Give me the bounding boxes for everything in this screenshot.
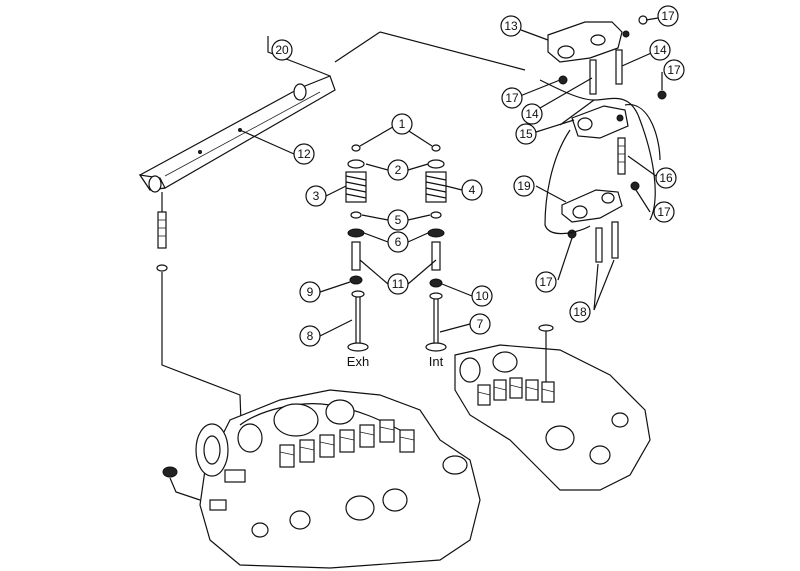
rocker-cluster-outline (539, 79, 661, 235)
cylinder-head-main (162, 389, 481, 569)
svg-text:17: 17 (505, 91, 519, 105)
svg-text:7: 7 (477, 317, 484, 331)
callout-19: 19 (513, 175, 535, 197)
callout-17-right-lower: 17 (653, 201, 675, 223)
callout-18: 18 (569, 301, 591, 323)
callout-6: 6 (387, 231, 409, 253)
callout-14-lower: 14 (521, 103, 543, 125)
callout-3: 3 (305, 185, 327, 207)
rocker-shaft-assembly (138, 31, 526, 193)
svg-text:5: 5 (395, 213, 402, 227)
svg-text:13: 13 (504, 19, 518, 33)
callout-10: 10 (471, 285, 493, 307)
svg-text:4: 4 (469, 183, 476, 197)
svg-text:1: 1 (399, 117, 406, 131)
svg-text:17: 17 (657, 205, 671, 219)
svg-text:19: 19 (517, 179, 531, 193)
svg-text:14: 14 (653, 43, 667, 57)
svg-text:11: 11 (392, 277, 405, 291)
callout-2: 2 (387, 159, 409, 181)
intake-label: Int (429, 354, 444, 369)
callout-8: 8 (299, 325, 321, 347)
intake-spring (425, 171, 447, 203)
rocker-arm-upper (547, 15, 667, 100)
callout-7: 7 (469, 313, 491, 335)
callout-12: 12 (293, 143, 315, 165)
callout-13: 13 (500, 15, 522, 37)
svg-text:9: 9 (307, 285, 314, 299)
svg-text:14: 14 (525, 107, 539, 121)
callout-17-top: 17 (657, 5, 679, 27)
svg-text:3: 3 (313, 189, 320, 203)
callout-9: 9 (299, 281, 321, 303)
callout-17-right-upper: 17 (663, 59, 685, 81)
stud-bolt (156, 192, 243, 451)
callout-11: 11 (387, 273, 409, 295)
exhaust-valve-stack (345, 144, 369, 352)
callout-14-upper: 14 (649, 39, 671, 61)
head-springs (279, 419, 415, 468)
rocker-arm-lower (561, 181, 640, 263)
svg-text:8: 8 (307, 329, 314, 343)
cylinder-head-secondary (454, 324, 651, 491)
svg-text:10: 10 (475, 289, 489, 303)
callout-4: 4 (461, 179, 483, 201)
exhaust-label: Exh (347, 354, 369, 369)
svg-text:16: 16 (659, 171, 673, 185)
svg-text:2: 2 (395, 163, 402, 177)
exhaust-spring (345, 171, 367, 203)
secondary-head-springs (477, 377, 555, 406)
svg-text:15: 15 (519, 127, 533, 141)
intake-valve-stack (425, 144, 447, 352)
svg-text:17: 17 (539, 275, 553, 289)
rocker-arm-middle (571, 105, 629, 175)
svg-text:18: 18 (573, 305, 587, 319)
callout-20: 20 (271, 39, 293, 61)
callout-1: 1 (391, 113, 413, 135)
svg-text:17: 17 (661, 9, 675, 23)
svg-text:12: 12 (297, 147, 311, 161)
callout-16: 16 (655, 167, 677, 189)
callout-5: 5 (387, 209, 409, 231)
callout-17-left: 17 (501, 87, 523, 109)
svg-text:6: 6 (395, 235, 402, 249)
svg-text:17: 17 (667, 63, 681, 77)
callout-17-bottom: 17 (535, 271, 557, 293)
svg-text:20: 20 (275, 43, 289, 57)
callout-15: 15 (515, 123, 537, 145)
